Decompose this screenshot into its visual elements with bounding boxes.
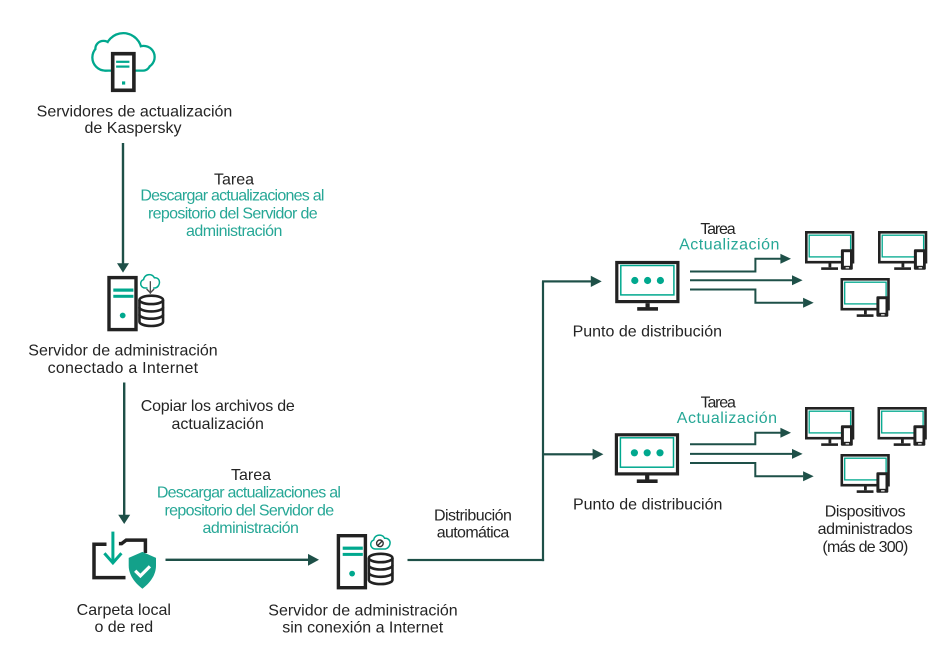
svg-text:Descargar actualizaciones al: Descargar actualizaciones al — [140, 187, 323, 204]
svg-text:Servidor de administración: Servidor de administración — [268, 602, 457, 619]
svg-text:Descargar actualizaciones al: Descargar actualizaciones al — [157, 484, 340, 501]
svg-text:Tarea: Tarea — [231, 467, 271, 484]
svg-text:Actualización: Actualización — [677, 410, 778, 427]
svg-text:administrados: administrados — [818, 521, 913, 538]
svg-text:Servidores de actualización: Servidores de actualización — [37, 104, 233, 121]
svg-text:repositorio del Servidor de: repositorio del Servidor de — [148, 206, 318, 223]
svg-text:Tarea: Tarea — [214, 172, 254, 189]
svg-text:Punto de distribución: Punto de distribución — [573, 496, 722, 513]
svg-text:Carpeta local: Carpeta local — [77, 602, 171, 619]
svg-text:actualización: actualización — [171, 416, 264, 433]
svg-text:de Kaspersky: de Kaspersky — [85, 120, 182, 137]
svg-text:repositorio del Servidor de: repositorio del Servidor de — [165, 502, 335, 519]
svg-text:automática: automática — [437, 525, 510, 542]
svg-text:Tarea: Tarea — [700, 221, 735, 238]
svg-text:Dispositivos: Dispositivos — [825, 504, 906, 521]
svg-text:administración: administración — [186, 223, 282, 240]
svg-text:administración: administración — [203, 520, 299, 537]
svg-text:Copiar los archivos de: Copiar los archivos de — [141, 398, 295, 415]
svg-text:conectado a Internet: conectado a Internet — [48, 360, 199, 377]
svg-text:Tarea: Tarea — [701, 394, 736, 411]
svg-text:Servidor de administración: Servidor de administración — [28, 342, 217, 359]
svg-text:(más de 300): (más de 300) — [822, 539, 908, 556]
svg-text:Actualización: Actualización — [679, 237, 780, 254]
svg-text:Punto de distribución: Punto de distribución — [573, 324, 722, 341]
svg-text:Distribución: Distribución — [434, 507, 511, 524]
svg-text:sin conexión a Internet: sin conexión a Internet — [282, 620, 444, 637]
svg-text:o de red: o de red — [94, 619, 153, 636]
